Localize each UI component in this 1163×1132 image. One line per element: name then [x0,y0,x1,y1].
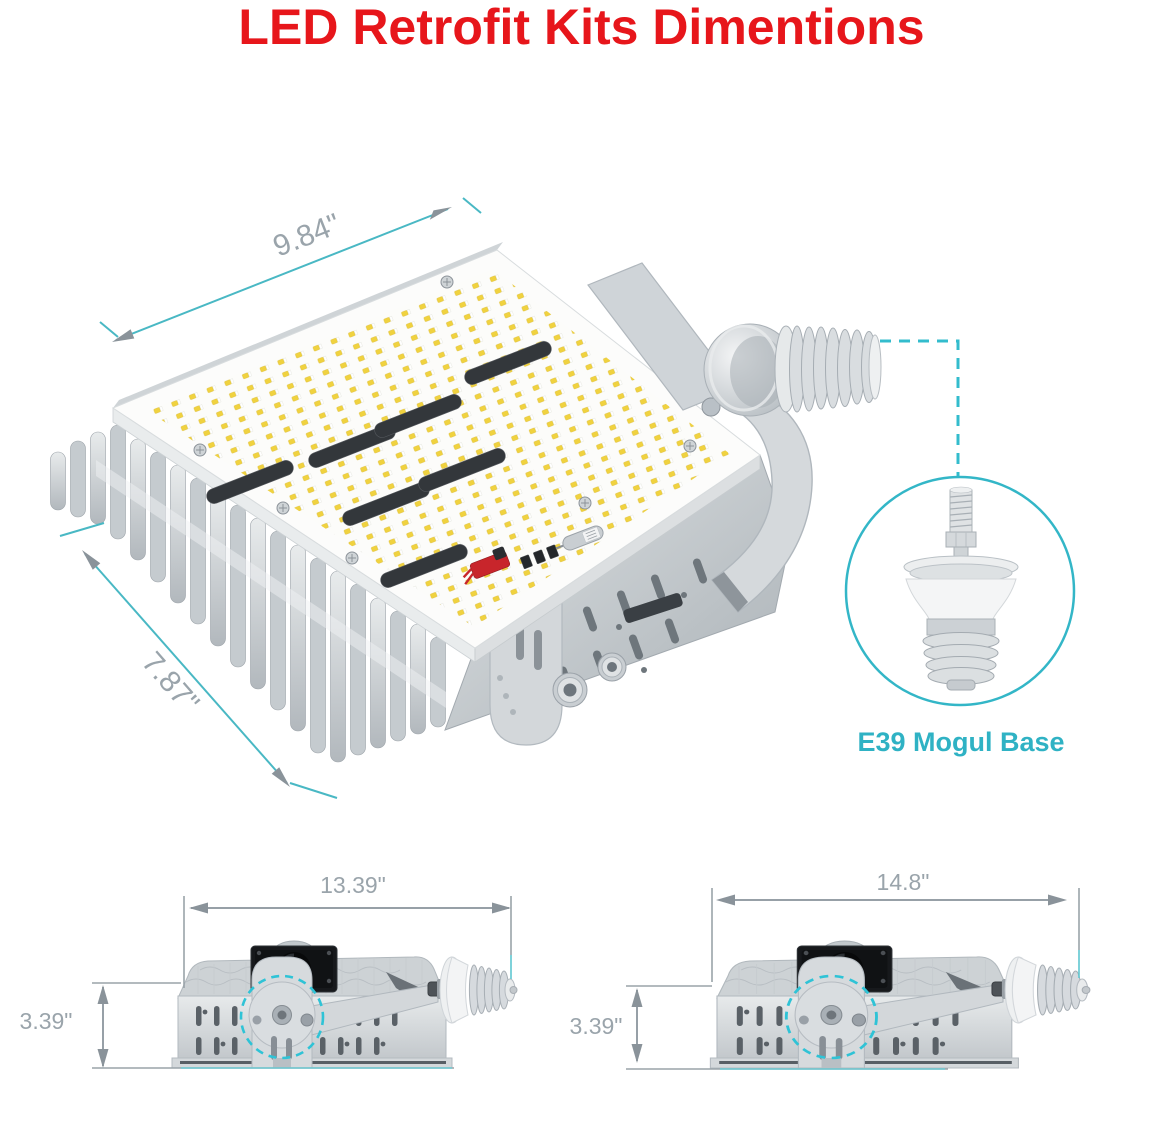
side-view-left-dimensions [92,896,512,1069]
base-threads [789,325,877,413]
side-views-drawing [92,888,1092,1070]
pivot-bolt [552,672,588,708]
page-title: LED Retrofit Kits Dimentions [238,0,925,55]
side-view-left [92,896,519,1070]
side-view-right-dimensions [626,888,1080,1070]
e39-screw-base-iso [703,323,882,417]
dim-label-left-height: 3.39" [19,1008,73,1034]
dimension-depth-7-87 [59,522,338,799]
isometric-view-drawing [50,197,1076,799]
dim-label-right-width: 14.8" [876,869,930,895]
e39-base-label: E39 Mogul Base [857,727,1065,757]
sensor-component [555,525,604,551]
panel-slots [206,341,552,588]
driver-connector [462,546,511,585]
callout-leader-line [880,339,960,477]
panel-screws [193,275,697,565]
panel-chips [520,544,559,570]
heatsink-fins [50,424,446,763]
yoke-nut [701,397,721,417]
e39-base-callout-drawing [903,486,1019,691]
dim-label-right-height: 3.39" [569,1013,623,1039]
callout-circle [844,475,1076,707]
pivot-bolt-2 [597,652,627,682]
dim-label-left-width: 13.39" [320,872,386,898]
side-view-right [626,888,1092,1070]
panel-far-edge [113,242,503,408]
led-panel [111,249,761,649]
